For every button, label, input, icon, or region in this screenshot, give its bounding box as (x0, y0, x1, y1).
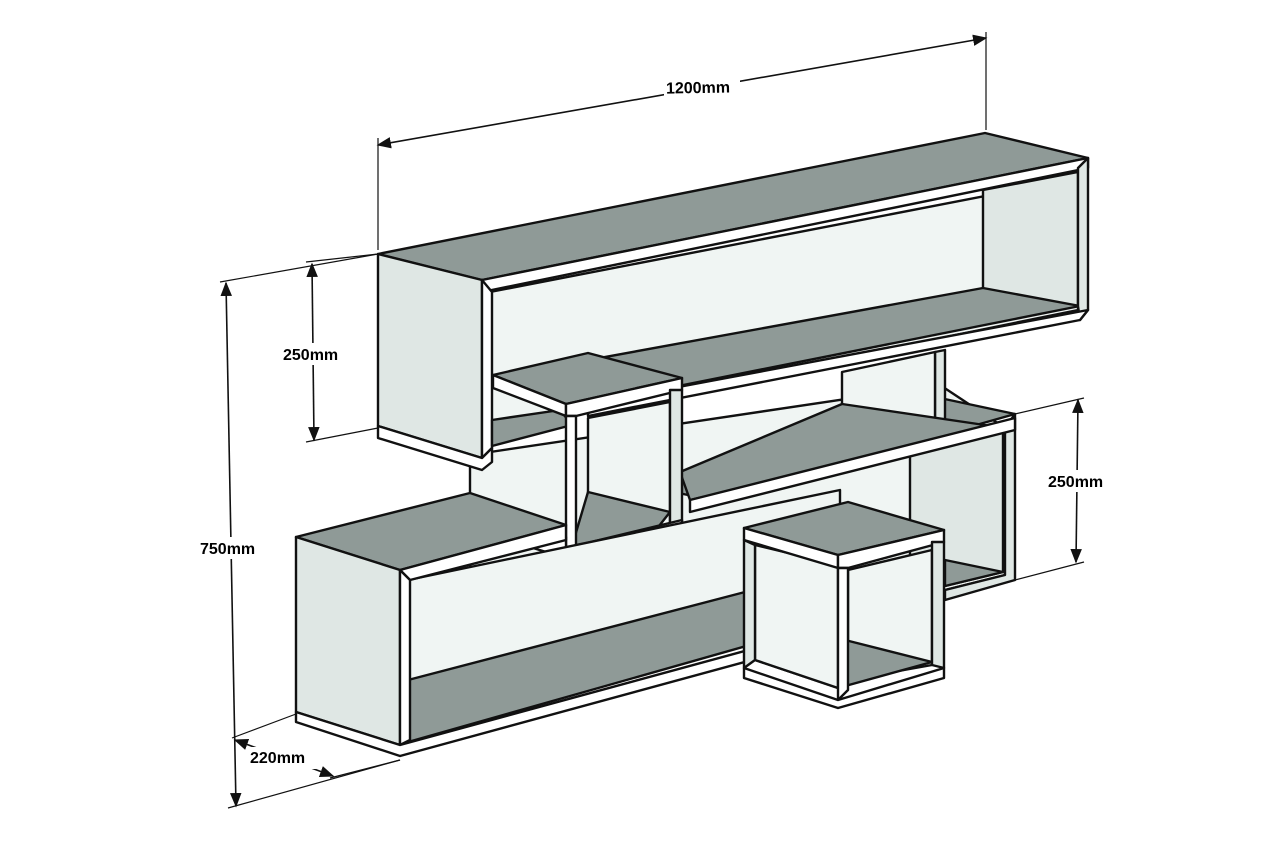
upper-cube-right-panel (668, 388, 684, 537)
lower-small-cube (742, 500, 946, 710)
dimension-upper-height: 250mm (282, 253, 379, 443)
upper-cube-top-right-edge (564, 376, 684, 418)
lower-cube-front-post (836, 566, 850, 702)
upper-small-cube (491, 351, 684, 560)
lower-cube-bottom-edge (742, 666, 946, 710)
lower-box-left-panel (294, 535, 402, 747)
dimension-total-height: 750mm (198, 253, 401, 809)
lower-cube-right-panel (930, 540, 946, 670)
upper-box-left-bottom-edge (376, 424, 494, 472)
lower-cube-top-right-edge (836, 528, 946, 570)
dimension-depth: 220mm (231, 713, 401, 779)
total-height-label: 750mm (200, 541, 255, 558)
upper-height-label: 250mm (283, 347, 338, 364)
upper-cube-left-panel (564, 414, 578, 560)
lower-front-box (294, 488, 842, 758)
middle-long-shelf (678, 402, 1017, 514)
upper-box-left-edge (480, 278, 494, 460)
upper-box-left-panel (376, 252, 484, 460)
lower-box-left-edge (398, 568, 412, 747)
depth-label: 220mm (250, 750, 305, 767)
upper-box-right-panel (1076, 156, 1090, 322)
dimension-width: 1200mm (376, 32, 988, 250)
width-label: 1200mm (666, 79, 730, 97)
lower-cube-left-inner (753, 543, 840, 690)
lower-height-label: 250mm (1048, 474, 1103, 491)
dimension-lower-height: 250mm (1014, 397, 1116, 581)
middle-shelf-edge (688, 416, 1017, 514)
lower-cube-left-panel (742, 538, 757, 670)
